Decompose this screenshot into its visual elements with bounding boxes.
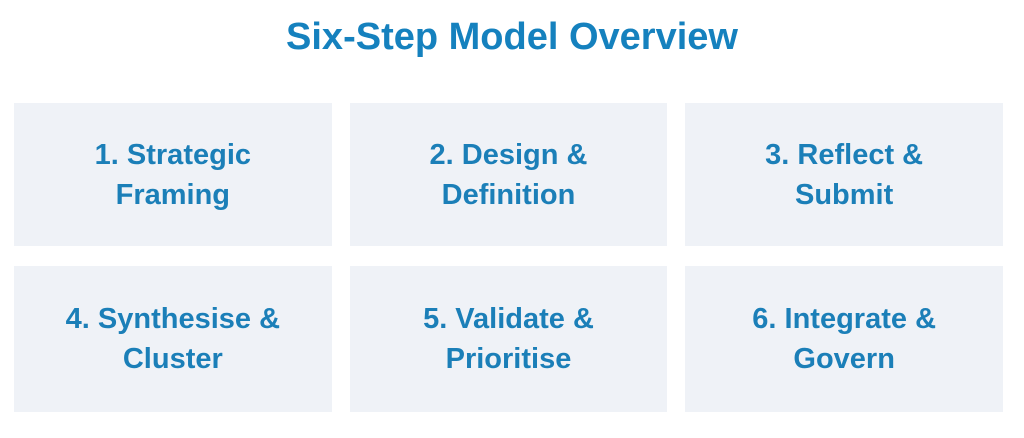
step-5-label: 5. Validate & Prioritise [423,299,594,379]
step-2-line-1: 2. Design & [429,138,588,171]
step-2-line-2: Definition [441,178,576,211]
step-card-2: 2. Design & Definition [349,103,668,246]
step-card-3: 3. Reflect & Submit [685,103,1003,246]
step-card-1: 1. Strategic Framing [14,103,332,246]
step-3-line-2: Submit [795,178,894,211]
step-3-line-1: 3. Reflect & [765,138,924,171]
step-4-line-1: 4. Synthesise & [65,303,281,335]
step-1-line-1: 1. Strategic [94,138,251,171]
step-4-label: 4. Synthesise & Cluster [66,299,280,379]
step-6-label: 6. Integrate & Govern [752,299,936,379]
step-6-line-2: Govern [793,343,895,375]
step-1-label: 1. Strategic Framing [95,135,251,215]
page-title: Six-Step Model Overview [286,16,738,58]
step-3-label: 3. Reflect & Submit [765,135,923,215]
step-card-6: 6. Integrate & Govern [685,266,1003,412]
step-card-4: 4. Synthesise & Cluster [14,266,332,412]
step-2-label: 2. Design & Definition [430,135,588,215]
step-6-line-1: 6. Integrate & [752,303,937,335]
step-4-line-2: Cluster [122,343,223,375]
step-5-line-2: Prioritise [445,343,572,375]
step-1-line-2: Framing [115,178,231,211]
step-5-line-1: 5. Validate & [423,303,594,335]
steps-grid: 1. Strategic Framing 2. Design & Definit… [14,103,1003,412]
step-card-5: 5. Validate & Prioritise [349,266,668,412]
